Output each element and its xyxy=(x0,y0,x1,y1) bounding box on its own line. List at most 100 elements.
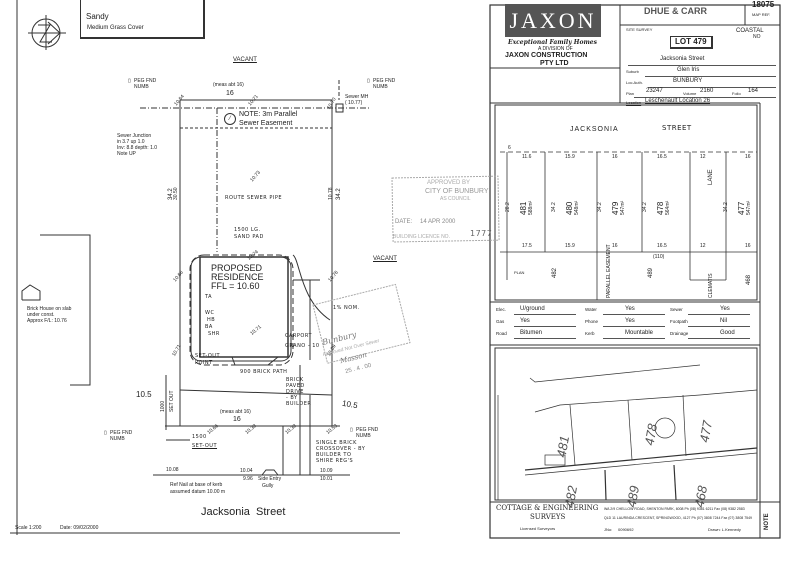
road-label: Road xyxy=(496,331,507,336)
peg-left-top-sub: NUMB xyxy=(134,84,149,90)
peg-icon: ▯ xyxy=(128,78,131,84)
lot-plan-street-left: JACKSONIA xyxy=(570,126,619,133)
kerb-label: Kerb xyxy=(585,331,595,336)
lot-area-479: 547m² xyxy=(620,200,626,215)
lot-plan-below-482: 482 xyxy=(552,267,558,278)
sewer-mh-label: Sewer MH xyxy=(345,94,369,100)
lot-bottom-width: 15.9 xyxy=(565,243,575,249)
elec-value: U/ground xyxy=(520,306,545,312)
site-street: Jacksonia Street xyxy=(660,56,705,62)
kerb-value: Mountable xyxy=(625,330,654,336)
gas-label: Gas xyxy=(496,319,505,324)
setout-point-2: POINT xyxy=(195,360,213,366)
lot-plan-lane: LANE xyxy=(708,169,714,185)
jaxon-logo: JAXON xyxy=(505,4,601,37)
residence-label-2: RESIDENCE xyxy=(211,272,264,282)
street-name: Jacksonia Street xyxy=(201,506,286,518)
city-stamp-line2: CITY OF BUNBURY xyxy=(425,188,489,195)
field-underline xyxy=(603,338,665,339)
field-underline xyxy=(514,326,576,327)
bottom-width: 16 xyxy=(233,416,241,423)
lot-plan-below-110: (110) xyxy=(653,254,665,260)
brick-drive-2: PAVED xyxy=(286,383,305,389)
drainage-value: Good xyxy=(720,330,735,336)
footer-drawn: Drawn: L.Kennedy xyxy=(708,527,741,532)
city-stamp-date-label: DATE: xyxy=(395,219,413,225)
north-arrow-icon xyxy=(28,15,66,50)
gas-value: Yes xyxy=(520,318,530,324)
carport-level: GRANO - 10 xyxy=(285,343,320,349)
bottom-meas: (meas abt 16) xyxy=(220,409,251,415)
lot-bottom-width: 16 xyxy=(612,243,618,249)
setout-label: SET OUT xyxy=(169,390,175,412)
side-entry-1: Side Entry xyxy=(258,476,282,482)
soil-type: Sandy xyxy=(86,12,109,21)
sand-pad-2: SAND PAD xyxy=(234,234,264,240)
lot-plan-street-right: STREET xyxy=(662,124,692,132)
lot-plan-below-plan: PLAN xyxy=(514,270,525,275)
lot-number-477: 477 xyxy=(737,201,746,215)
aerial-lot-478: 478 xyxy=(641,422,661,447)
suburb-label: Suburb xyxy=(626,69,639,74)
peg-left-bottom: PEG FND xyxy=(110,430,133,436)
brick-drive-3: DRIVE xyxy=(286,389,304,395)
field-underline xyxy=(688,314,750,315)
lot-depth-479: 34.2 xyxy=(597,202,603,212)
aerial-lot-468: 468 xyxy=(691,484,711,509)
lot-number-480: 480 xyxy=(565,201,574,215)
job-number: 18075 xyxy=(752,0,775,9)
volume-label: Volume xyxy=(683,91,697,96)
easement-note-2: Sewer Easement xyxy=(239,120,293,127)
city-stamp-line3: AS COUNCIL xyxy=(440,196,471,202)
lot-top-width: 16 xyxy=(745,154,751,160)
peg-left-top: PEG FND xyxy=(134,78,157,84)
lot-depth-481: 28.2 xyxy=(505,202,511,212)
side-length-right: 34.2 xyxy=(336,188,342,200)
field-underline xyxy=(688,326,750,327)
peg-right-top: PEG FND xyxy=(373,78,396,84)
peg-icon: ▯ xyxy=(367,78,370,84)
water-label: Water xyxy=(585,307,597,312)
crossover-3: BUILDER TO xyxy=(316,452,352,458)
peg-icon: ▯ xyxy=(104,430,107,436)
footer-note: NOTE xyxy=(764,513,770,530)
level-right-side: 10.78 xyxy=(328,187,334,200)
date-label: Date: 09/02/2000 xyxy=(60,525,99,531)
carport-label: CARPORT xyxy=(285,333,313,339)
soil-box xyxy=(80,0,205,39)
sewer-junction-3: Inv: 8.8 depth: 1.0 xyxy=(117,145,158,151)
lot-top-width: 11.6 xyxy=(522,154,532,160)
sand-pad-1: 1500 LG. xyxy=(234,227,261,233)
footpath-label: Footpath xyxy=(670,319,688,324)
lot-plan-below-clematis: CLEMATIS xyxy=(708,273,714,298)
sewer-label: Sewer xyxy=(670,307,683,312)
peg-right-bottom: PEG FND xyxy=(356,427,379,433)
sewer-junction-1: Sewer Junction xyxy=(117,133,152,139)
sewer-mh-level: ( 10.77) xyxy=(345,100,363,106)
folio-label: Folio xyxy=(732,91,741,96)
map-ref-label: MAP REF. xyxy=(752,12,771,17)
top-meas: (meas abt 16) xyxy=(213,82,244,88)
field-underline xyxy=(688,338,750,339)
jaxon-company-1: JAXON CONSTRUCTION xyxy=(505,52,588,59)
road-value: Bitumen xyxy=(520,330,543,336)
vacant-top-label: VACANT xyxy=(233,57,257,63)
lot-bottom-width: 16 xyxy=(745,243,751,249)
brick-path: 900 BRICK PATH xyxy=(240,369,288,375)
service-hb: HB xyxy=(207,317,216,323)
field-underline xyxy=(603,314,665,315)
kerb-right: 10.09 xyxy=(320,468,333,474)
lot-depth-478: 34.2 xyxy=(642,202,648,212)
lot-bottom-width: 16.5 xyxy=(657,243,667,249)
soil-cover: Medium Grass Cover xyxy=(87,25,144,31)
phone-value: Yes xyxy=(625,318,635,324)
city-stamp-licence-label: BUILDING LICENCE NO. xyxy=(393,234,450,240)
crossover-4: SHIRE REG'S xyxy=(316,458,354,464)
scale-label: Scale 1:200 xyxy=(15,525,42,531)
sewer-junction-4: Note UP xyxy=(117,151,136,157)
lot-area-477: 547m² xyxy=(746,200,752,215)
residence-label-1: PROPOSED xyxy=(211,263,263,273)
sewer-junction-2: in 3.7 up 1.0 xyxy=(117,139,145,145)
setback-left: 10.5 xyxy=(136,390,152,399)
setout-1000: 1000 xyxy=(160,400,166,412)
